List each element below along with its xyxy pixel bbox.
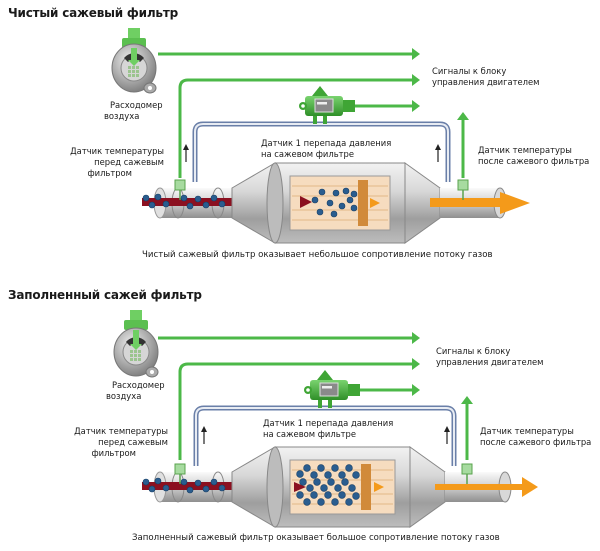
- diagram-loaded: [113, 310, 538, 528]
- label-line: на сажевом фильтре: [261, 149, 354, 159]
- temp-sensor-before-icon: [174, 179, 186, 200]
- label-line: управления двигателем: [432, 77, 540, 87]
- label-line: Сигналы к блоку: [436, 346, 511, 356]
- signal-line-temp-before: [178, 358, 420, 460]
- label-line: после сажевого фильтра: [478, 156, 590, 166]
- panel-title: Заполненный сажей фильтр: [8, 288, 202, 302]
- label-pressure-sensor: Датчик 1 перепада давления на сажевом фи…: [263, 418, 393, 440]
- label-line: Расходомер: [110, 100, 163, 110]
- temp-sensor-before-icon: [174, 463, 186, 484]
- label-temp-before: Датчик температуры перед сажевым фильтро…: [70, 146, 164, 179]
- caption: Чистый сажевый фильтр оказывает небольшо…: [142, 250, 493, 260]
- label-line: управления двигателем: [436, 357, 544, 367]
- label-line: фильтром: [87, 168, 132, 178]
- label-line: перед сажевым: [98, 437, 168, 447]
- signal-line-temp-before: [178, 74, 420, 178]
- panel-title: Чистый сажевый фильтр: [8, 6, 178, 20]
- inlet-pipe: [142, 187, 240, 219]
- label-line: перед сажевым: [94, 157, 164, 167]
- label-signals: Сигналы к блоку управления двигателем: [432, 66, 540, 88]
- label-line: фильтром: [91, 448, 136, 458]
- signal-line-air-meter: [158, 48, 420, 60]
- inlet-pipe: [142, 471, 240, 503]
- flow-arrow-up-before: [201, 426, 207, 444]
- label-line: Датчик температуры: [480, 426, 574, 436]
- label-line: воздуха: [104, 111, 140, 121]
- panel-loaded-filter: Заполненный сажей фильтр Расходомер возд…: [0, 276, 600, 551]
- label-line: Датчик температуры: [70, 146, 164, 156]
- label-line: на сажевом фильтре: [263, 429, 356, 439]
- caption: Заполненный сажевый фильтр оказывает бол…: [132, 533, 500, 543]
- label-temp-before: Датчик температуры перед сажевым фильтро…: [74, 426, 168, 459]
- temp-sensor-after-icon: [457, 179, 469, 200]
- diagram-clean: [111, 28, 530, 244]
- label-line: воздуха: [106, 391, 142, 401]
- pressure-sensor-icon: [304, 370, 360, 408]
- soot-filter-body: [231, 446, 446, 528]
- flow-arrow-up-after: [444, 426, 450, 444]
- signal-line-pressure: [355, 384, 420, 396]
- label-pressure-sensor: Датчик 1 перепада давления на сажевом фи…: [261, 138, 391, 160]
- flow-arrow-up-before: [183, 144, 189, 162]
- label-line: Датчик температуры: [478, 145, 572, 155]
- label-line: Сигналы к блоку: [432, 66, 507, 76]
- exhaust-flow-arrow: [522, 477, 538, 497]
- soot-particles: [296, 464, 360, 506]
- signal-line-temp-after: [457, 112, 469, 178]
- soot-particles: [311, 187, 358, 218]
- label-line: Расходомер: [112, 380, 165, 390]
- temp-sensor-after-icon: [461, 463, 473, 484]
- pressure-sensor-icon: [299, 86, 355, 124]
- label-temp-after: Датчик температуры после сажевого фильтр…: [478, 145, 589, 167]
- label-air-flow-meter: Расходомер воздуха: [106, 380, 165, 402]
- air-flow-meter-icon: [113, 310, 159, 378]
- panel-clean-filter: Чистый сажевый фильтр Расходомер воздуха…: [0, 0, 600, 275]
- air-flow-meter-icon: [111, 28, 157, 94]
- label-line: Датчик 1 перепада давления: [261, 138, 392, 148]
- label-air-flow-meter: Расходомер воздуха: [104, 100, 163, 122]
- label-line: после сажевого фильтра: [480, 437, 592, 447]
- flow-arrow-up-after: [435, 144, 441, 162]
- signal-line-air-meter: [158, 332, 420, 344]
- label-temp-after: Датчик температуры после сажевого фильтр…: [480, 426, 591, 448]
- label-line: Датчик температуры: [74, 426, 168, 436]
- signal-line-pressure: [355, 100, 420, 112]
- signal-line-temp-after: [461, 396, 473, 460]
- label-signals: Сигналы к блоку управления двигателем: [436, 346, 544, 368]
- outlet-pipe: [435, 471, 538, 503]
- soot-filter-body: [231, 162, 441, 244]
- exhaust-flow-arrow: [500, 192, 530, 214]
- outlet-pipe: [430, 187, 530, 219]
- label-line: Датчик 1 перепада давления: [263, 418, 394, 428]
